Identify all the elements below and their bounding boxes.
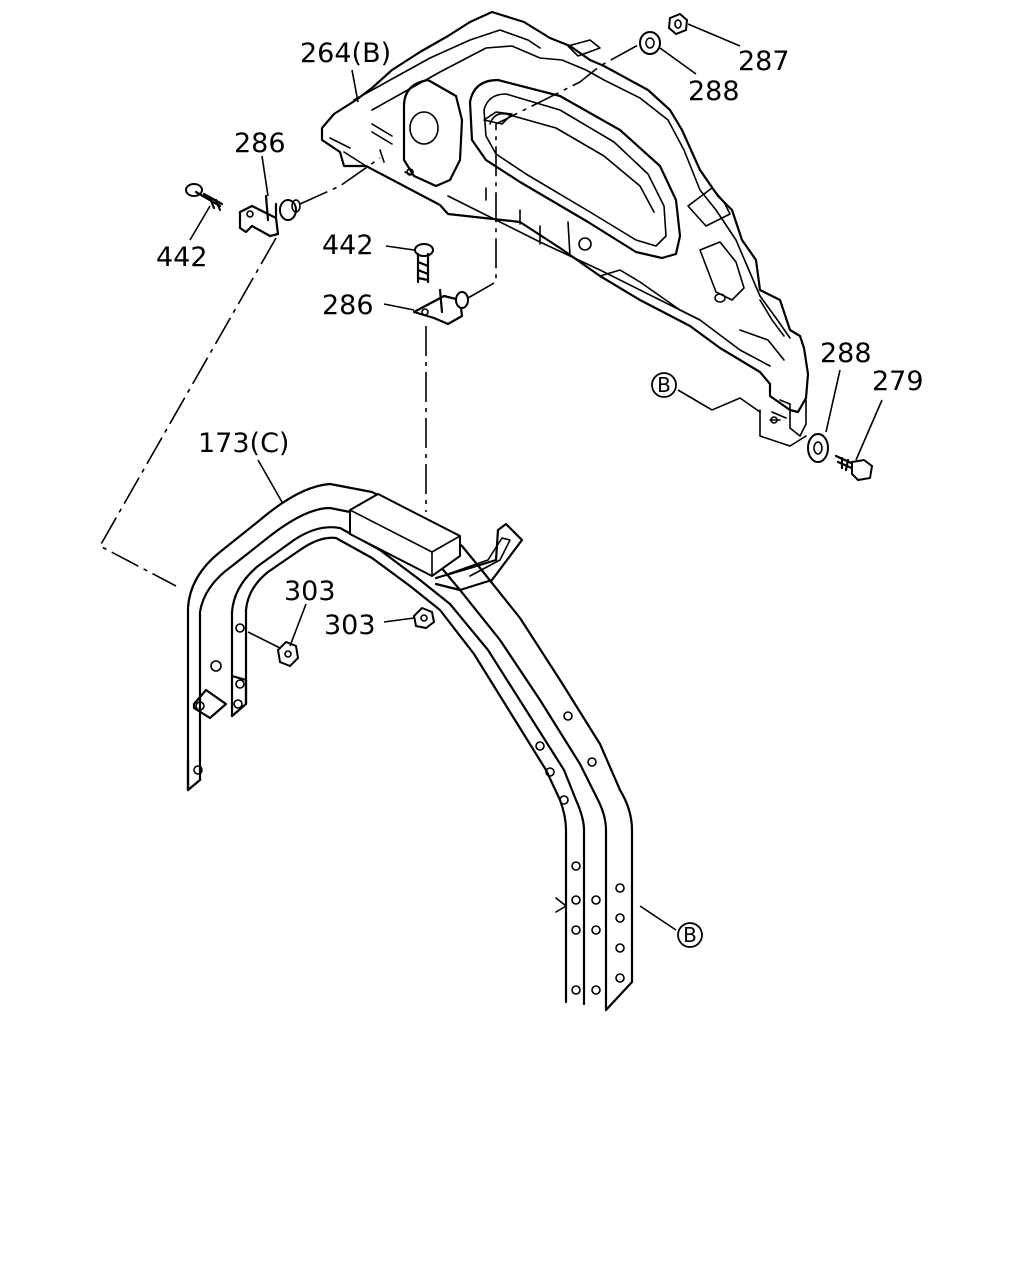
leader-286-left [261,155,269,197]
bolt-442-left [185,183,224,212]
washer-288-right [807,433,829,463]
leader-288-top [659,47,697,75]
bolt-442-mid [414,243,434,284]
leader-442-left [189,205,211,241]
reference-marker-b-bottom-label: B [683,923,697,947]
leader-286-mid [383,303,415,311]
reference-marker-b-bottom: B [677,922,703,948]
clip-286-left [238,194,301,238]
nut-303-b [412,606,436,630]
clip-286-mid [412,288,469,326]
leader-288-right [825,369,841,433]
label-288-right: 288 [820,338,872,369]
label-303-b: 303 [324,610,376,641]
label-303-a: 303 [284,576,336,607]
upper-bracket-264 [320,10,810,447]
leader-173c [257,459,283,503]
label-442-left: 442 [156,242,208,273]
washer-288-top [639,31,661,55]
bolt-279 [834,454,874,482]
label-286-left: 286 [234,128,286,159]
leader-264b [351,69,359,103]
label-442-mid: 442 [322,230,374,261]
label-286-mid: 286 [322,290,374,321]
assembly-line-clip-left [299,157,381,205]
nut-287 [667,12,689,36]
leader-303-b [383,617,415,623]
label-264b: 264(B) [300,38,391,69]
frame-173 [186,482,634,1012]
leader-442-mid [385,245,415,251]
reference-marker-b-top: B [651,372,677,398]
label-173c: 173(C) [198,428,289,459]
leader-287 [687,23,741,47]
leader-ref-b-bottom [639,905,677,931]
assembly-line-left [98,237,277,587]
label-287: 287 [738,46,790,77]
label-288-top: 288 [688,76,740,107]
leader-279 [855,399,883,461]
label-279: 279 [872,366,924,397]
nut-303-a [276,640,300,668]
leader-ref-b-top [677,389,761,413]
assembly-line-clip-mid [467,43,641,299]
leader-303-a [247,603,307,649]
reference-marker-b-top-label: B [657,373,671,397]
